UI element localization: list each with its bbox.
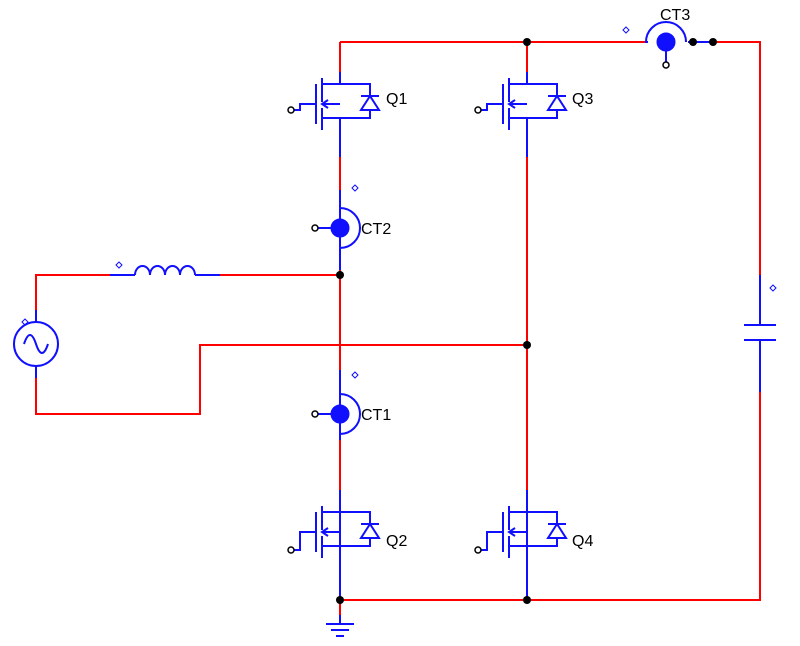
source-top-wire (35, 274, 110, 310)
inductor (115, 261, 196, 276)
polarity-mark-icon (769, 284, 777, 292)
polarity-mark-icon (351, 184, 359, 192)
junction-dot (336, 271, 344, 279)
right-rail-wire-top (713, 41, 761, 275)
ct1-label: CT1 (361, 407, 391, 424)
gate-pin (287, 106, 295, 114)
junction-dot (523, 596, 531, 604)
q3-label: Q3 (572, 91, 593, 108)
mosfet-q3 (474, 72, 568, 157)
gate-pin (474, 546, 482, 554)
source-return-wire (35, 344, 527, 415)
wires (35, 41, 761, 615)
polarity-mark-icon (115, 261, 123, 269)
junction-dot (689, 38, 697, 46)
mosfet-q4 (474, 490, 568, 565)
mosfet-q1 (287, 72, 381, 157)
junction-dot (709, 38, 717, 46)
q1-label: Q1 (386, 91, 407, 108)
current-transducer-ct3 (622, 21, 713, 69)
polarity-mark-icon (622, 26, 630, 34)
gate-pin (287, 546, 295, 554)
ac-voltage-source (13, 318, 59, 367)
ct2-label: CT2 (361, 221, 391, 238)
current-transducer-ct2 (311, 184, 361, 249)
bottom-rail-wire (340, 392, 761, 601)
q2-label: Q2 (386, 533, 407, 550)
gate-pin (474, 106, 482, 114)
q4-label: Q4 (572, 533, 593, 550)
dc-link-capacitor (744, 284, 777, 341)
junction-dot (336, 596, 344, 604)
junction-dot (523, 341, 531, 349)
junctions (336, 38, 717, 604)
mosfet-q2 (287, 490, 381, 565)
polarity-mark-icon (351, 371, 359, 379)
polarity-mark-icon (21, 318, 29, 326)
current-transducer-ct1 (311, 371, 361, 435)
sine-wave-icon (23, 334, 49, 354)
ground-icon (326, 615, 354, 637)
junction-dot (523, 38, 531, 46)
ct3-label: CT3 (660, 7, 690, 24)
